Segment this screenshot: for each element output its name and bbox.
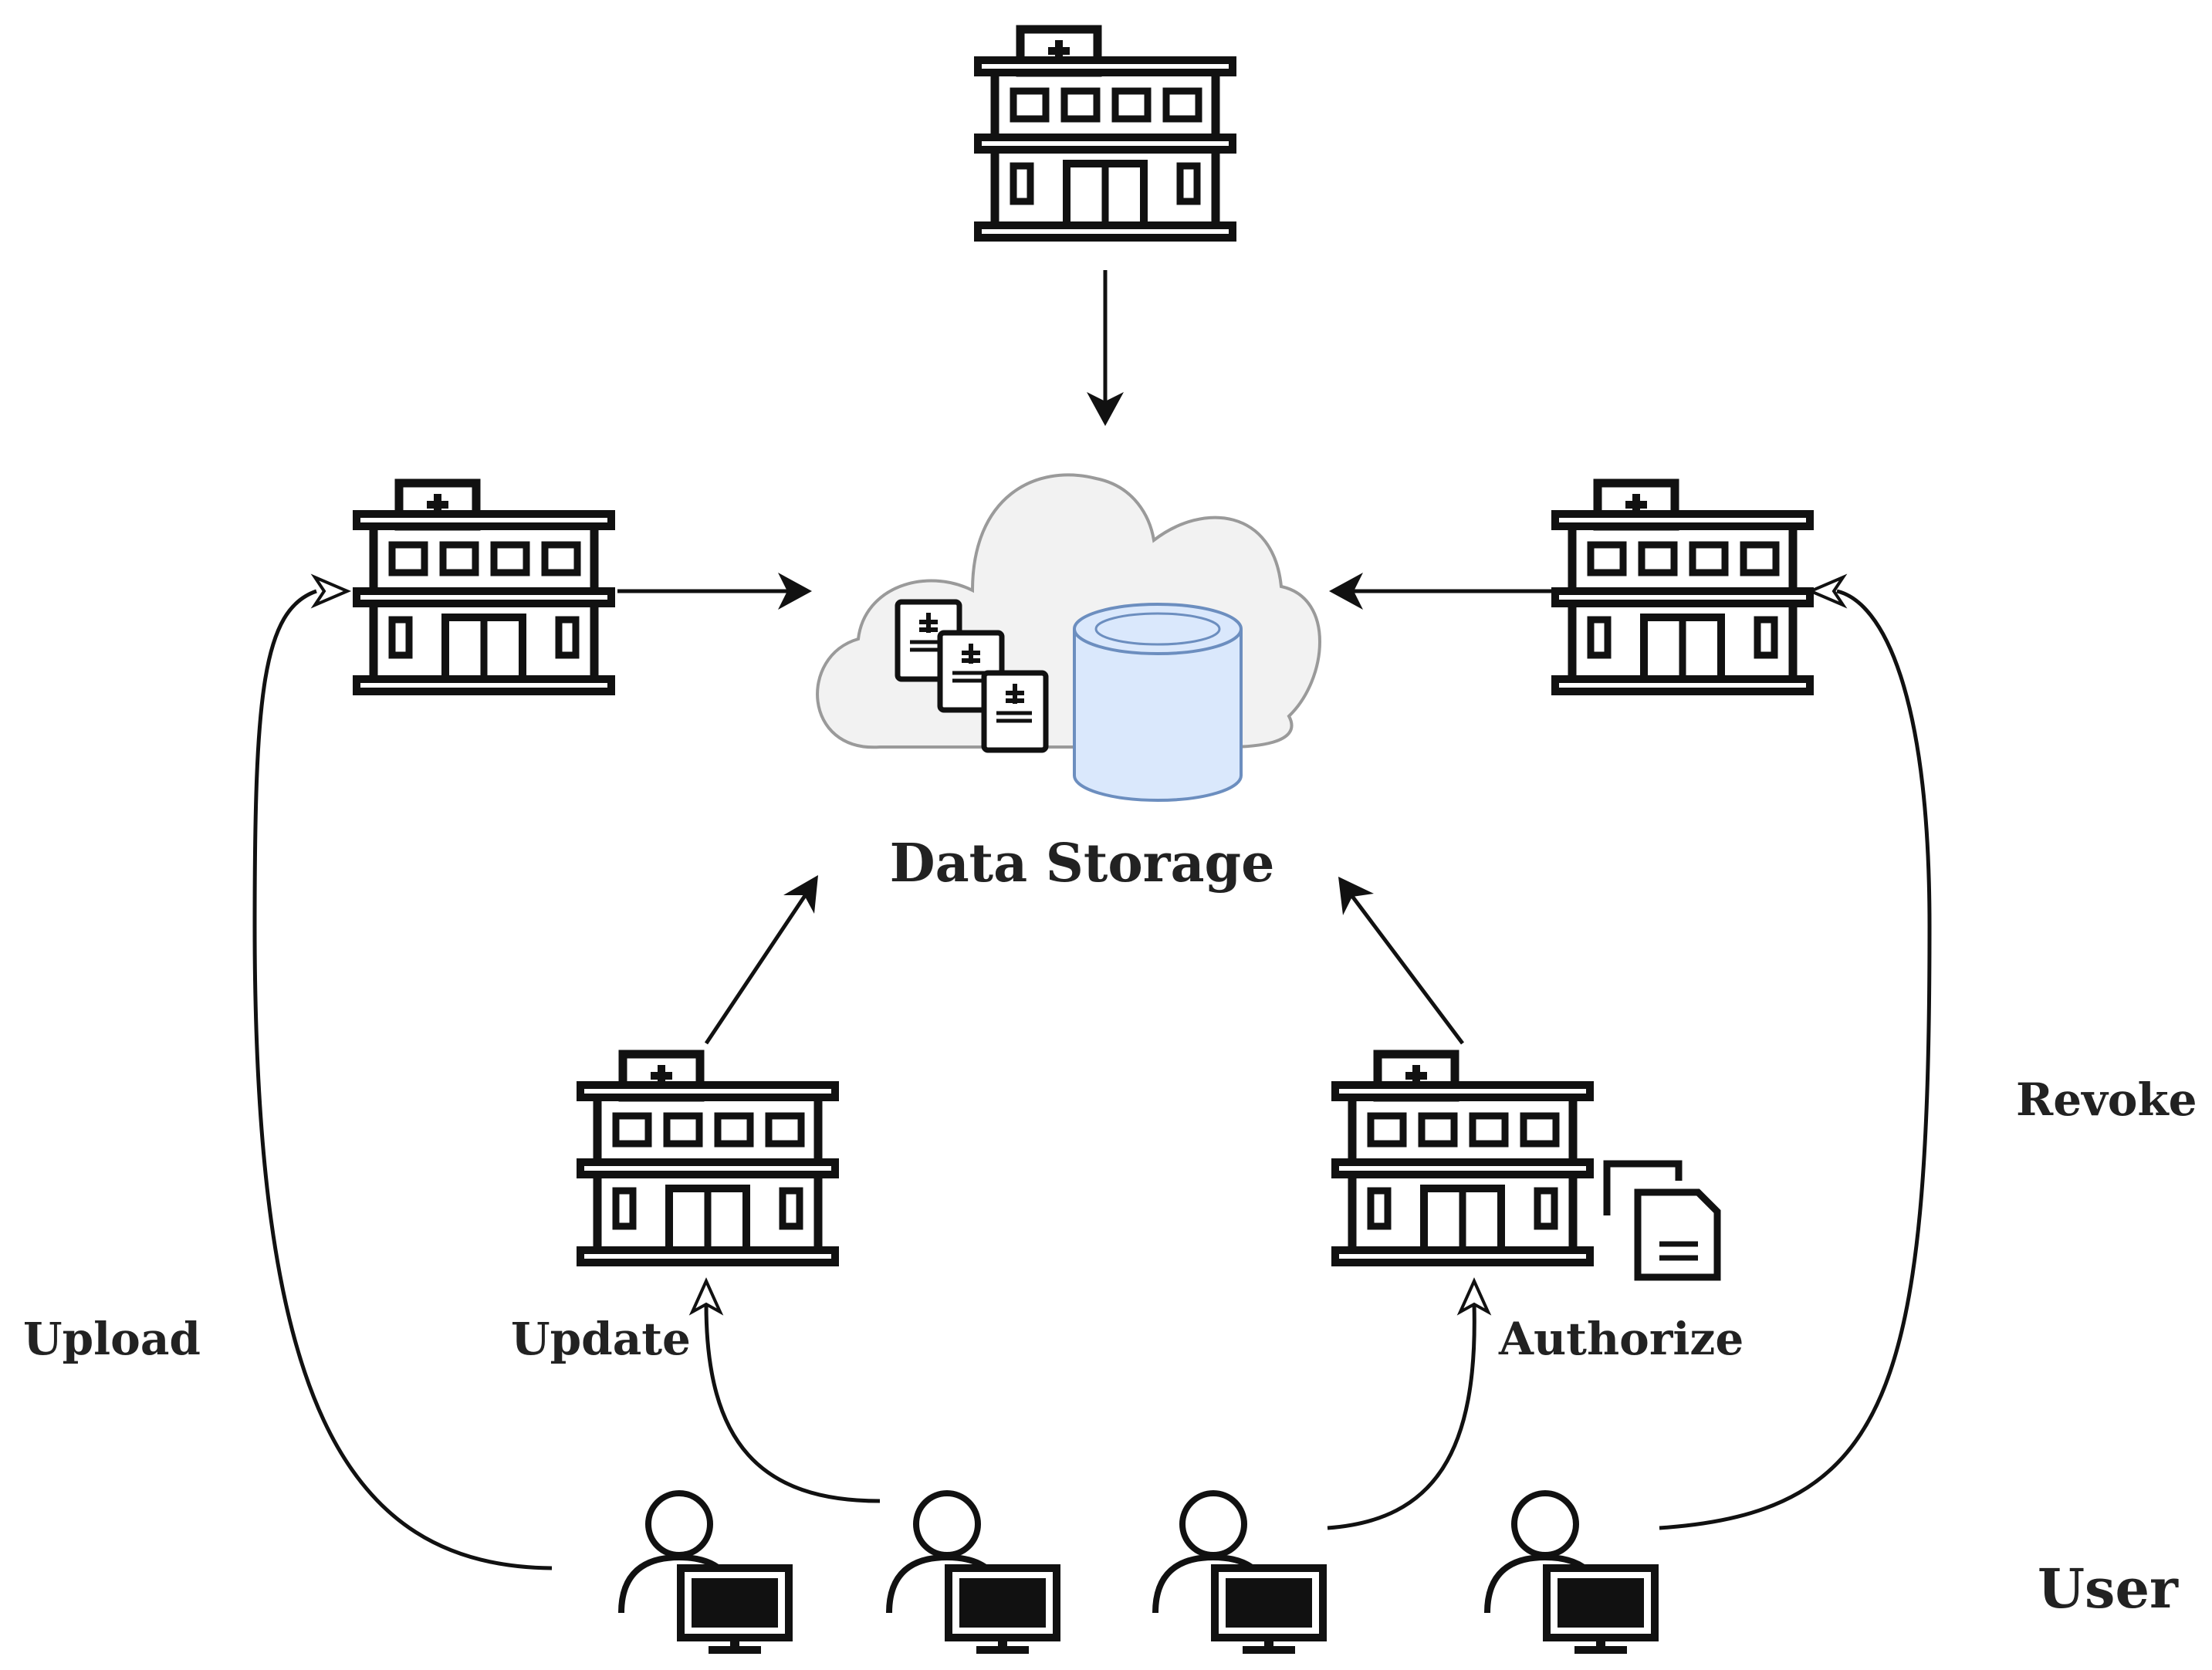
open-arrowhead [1806,573,1848,609]
update-label: Update [511,1313,691,1365]
upload-label: Upload [23,1313,201,1365]
data-storage-label: Data Storage [890,833,1275,894]
user-computer-icon [889,1493,1057,1650]
arrowhead [783,875,818,914]
curve-update [704,1303,881,1503]
arrowhead [1338,877,1374,915]
hospital-icon [1335,1054,1590,1263]
curve-authorize [1327,1303,1476,1530]
hospital-icon [580,1054,835,1263]
arrow-authorize-hospital-to-storage [1345,887,1464,1045]
authorize-label: Authorize [1498,1313,1744,1365]
hospital-icon [1555,483,1810,691]
user-computer-icon [1155,1493,1323,1650]
user-computer-icon [1487,1493,1655,1650]
user-label: User [2038,1557,2179,1621]
database-icon [1073,603,1243,802]
arrow-update-hospital-to-storage [704,886,813,1045]
arrowhead [1329,573,1363,610]
hospital-icon [357,483,611,691]
cloud-icon [816,473,1321,749]
connectors [252,270,1932,1570]
user-computer-icon [621,1493,789,1650]
revoke-label: Revoke [2016,1073,2197,1126]
open-arrowhead [1456,1277,1492,1316]
curve-revoke [1659,589,1932,1530]
arrowhead [1087,392,1124,426]
arrowhead [778,573,812,610]
medical-record-icon [984,673,1046,750]
curve-upload [252,589,553,1570]
open-arrowhead [688,1277,724,1316]
document-copy-icon [1603,1160,1721,1281]
open-arrowhead [310,573,352,609]
hospital-icon [978,29,1233,238]
